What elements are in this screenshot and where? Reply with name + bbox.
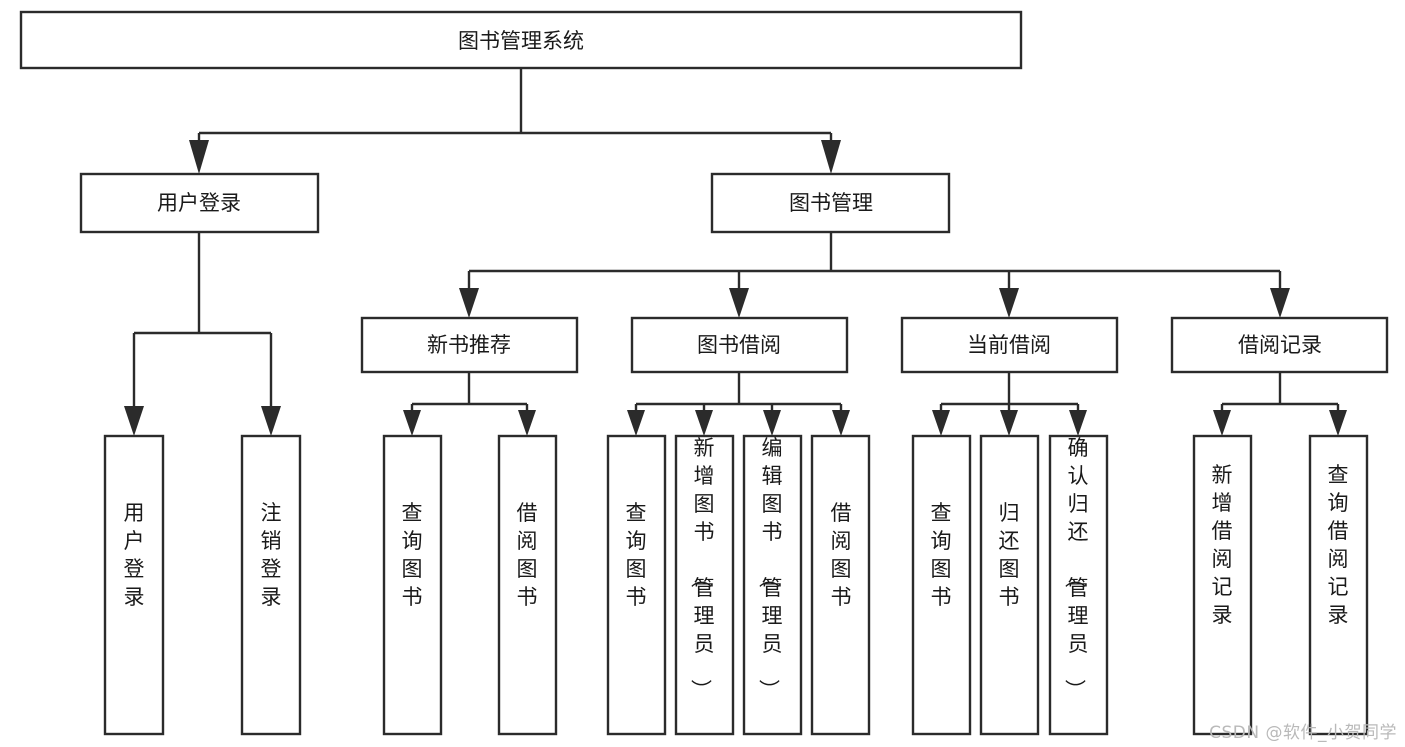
node-new-book-recommend-label: 新书推荐 bbox=[427, 333, 511, 357]
arrowhead-icon bbox=[695, 410, 713, 436]
node-leaf-query-book-1[interactable]: 查询图书 bbox=[382, 434, 443, 736]
node-leaf-user-login-label: 用户登录 bbox=[124, 501, 145, 609]
node-leaf-query-record[interactable]: 查询借阅记录 bbox=[1308, 434, 1369, 736]
node-leaf-query-book-1-box[interactable] bbox=[382, 434, 443, 736]
arrowhead-layer bbox=[124, 140, 1347, 436]
arrowhead-icon bbox=[1270, 288, 1290, 318]
node-book-manage-box[interactable] bbox=[710, 172, 951, 234]
arrowhead-icon bbox=[189, 140, 209, 174]
node-leaf-confirm-return-label: 确认归还（管理员） bbox=[1063, 436, 1089, 700]
node-leaf-return-book[interactable]: 归还图书 bbox=[979, 434, 1040, 736]
node-leaf-return-book-box[interactable] bbox=[979, 434, 1040, 736]
node-leaf-confirm-return-box[interactable] bbox=[1048, 434, 1109, 736]
node-user-login[interactable]: 用户登录 bbox=[79, 172, 320, 234]
node-borrow-record[interactable]: 借阅记录 bbox=[1170, 316, 1389, 374]
node-leaf-add-book-label: 新增图书（管理员） bbox=[689, 436, 715, 700]
node-leaf-add-record-label: 新增借阅记录 bbox=[1212, 463, 1233, 627]
node-user-login-box[interactable] bbox=[79, 172, 320, 234]
node-leaf-confirm-return[interactable]: 确认归还（管理员） bbox=[1048, 434, 1109, 736]
node-leaf-user-login[interactable]: 用户登录 bbox=[103, 434, 165, 736]
node-leaf-user-logout[interactable]: 注销登录 bbox=[240, 434, 302, 736]
node-leaf-query-book-2[interactable]: 查询图书 bbox=[606, 434, 667, 736]
arrowhead-icon bbox=[124, 406, 144, 436]
node-root[interactable]: 图书管理系统 bbox=[19, 10, 1023, 70]
arrowhead-icon bbox=[999, 288, 1019, 318]
node-book-borrow-label: 图书借阅 bbox=[697, 333, 781, 357]
connector-layer bbox=[132, 68, 1340, 410]
node-new-book-recommend[interactable]: 新书推荐 bbox=[360, 316, 579, 374]
node-leaf-add-record-box[interactable] bbox=[1192, 434, 1253, 736]
arrowhead-icon bbox=[832, 410, 850, 436]
node-leaf-add-book-box[interactable] bbox=[674, 434, 735, 736]
node-leaf-borrow-book-2[interactable]: 借阅图书 bbox=[810, 434, 871, 736]
node-leaf-return-book-label: 归还图书 bbox=[999, 501, 1020, 609]
node-leaf-query-book-3[interactable]: 查询图书 bbox=[911, 434, 972, 736]
arrowhead-icon bbox=[1213, 410, 1231, 436]
node-current-borrow-box[interactable] bbox=[900, 316, 1119, 374]
node-leaf-borrow-book-2-box[interactable] bbox=[810, 434, 871, 736]
arrowhead-icon bbox=[261, 406, 281, 436]
arrowhead-icon bbox=[518, 410, 536, 436]
arrowhead-icon bbox=[1000, 410, 1018, 436]
node-current-borrow-label: 当前借阅 bbox=[967, 333, 1051, 357]
arrowhead-icon bbox=[459, 288, 479, 318]
csdn-watermark: CSDN @软件_小贺同学 bbox=[1209, 723, 1397, 743]
node-leaf-query-record-label: 查询借阅记录 bbox=[1328, 463, 1349, 627]
node-leaf-borrow-book-2-label: 借阅图书 bbox=[831, 501, 852, 609]
arrowhead-icon bbox=[1069, 410, 1087, 436]
node-book-borrow[interactable]: 图书借阅 bbox=[630, 316, 849, 374]
node-leaf-query-book-1-label: 查询图书 bbox=[402, 501, 423, 609]
node-leaf-edit-book-label: 编辑图书（管理员） bbox=[757, 436, 783, 700]
node-leaf-borrow-book-1-label: 借阅图书 bbox=[517, 501, 538, 609]
node-current-borrow[interactable]: 当前借阅 bbox=[900, 316, 1119, 374]
node-leaf-query-record-box[interactable] bbox=[1308, 434, 1369, 736]
arrowhead-icon bbox=[763, 410, 781, 436]
arrowhead-icon bbox=[1329, 410, 1347, 436]
node-leaf-query-book-3-box[interactable] bbox=[911, 434, 972, 736]
node-leaf-user-login-box[interactable] bbox=[103, 434, 165, 736]
node-borrow-record-box[interactable] bbox=[1170, 316, 1389, 374]
node-root-label: 图书管理系统 bbox=[458, 29, 584, 53]
arrowhead-icon bbox=[932, 410, 950, 436]
node-leaf-query-book-2-box[interactable] bbox=[606, 434, 667, 736]
node-leaf-borrow-book-1[interactable]: 借阅图书 bbox=[497, 434, 558, 736]
arrowhead-icon bbox=[729, 288, 749, 318]
arrowhead-icon bbox=[821, 140, 841, 174]
node-root-box[interactable] bbox=[19, 10, 1023, 70]
node-book-manage[interactable]: 图书管理 bbox=[710, 172, 951, 234]
node-leaf-add-record[interactable]: 新增借阅记录 bbox=[1192, 434, 1253, 736]
node-new-book-recommend-box[interactable] bbox=[360, 316, 579, 374]
node-leaf-query-book-2-label: 查询图书 bbox=[626, 501, 647, 609]
node-leaf-edit-book[interactable]: 编辑图书（管理员） bbox=[742, 434, 803, 736]
node-leaf-borrow-book-1-box[interactable] bbox=[497, 434, 558, 736]
node-leaf-user-logout-label: 注销登录 bbox=[261, 501, 282, 609]
arrowhead-icon bbox=[627, 410, 645, 436]
node-leaf-query-book-3-label: 查询图书 bbox=[931, 501, 952, 609]
node-leaf-add-book[interactable]: 新增图书（管理员） bbox=[674, 434, 735, 736]
node-leaf-edit-book-box[interactable] bbox=[742, 434, 803, 736]
node-borrow-record-label: 借阅记录 bbox=[1238, 333, 1322, 357]
arrowhead-icon bbox=[403, 410, 421, 436]
node-user-login-label: 用户登录 bbox=[157, 191, 241, 215]
node-leaf-user-logout-box[interactable] bbox=[240, 434, 302, 736]
node-book-manage-label: 图书管理 bbox=[789, 191, 873, 215]
node-book-borrow-box[interactable] bbox=[630, 316, 849, 374]
